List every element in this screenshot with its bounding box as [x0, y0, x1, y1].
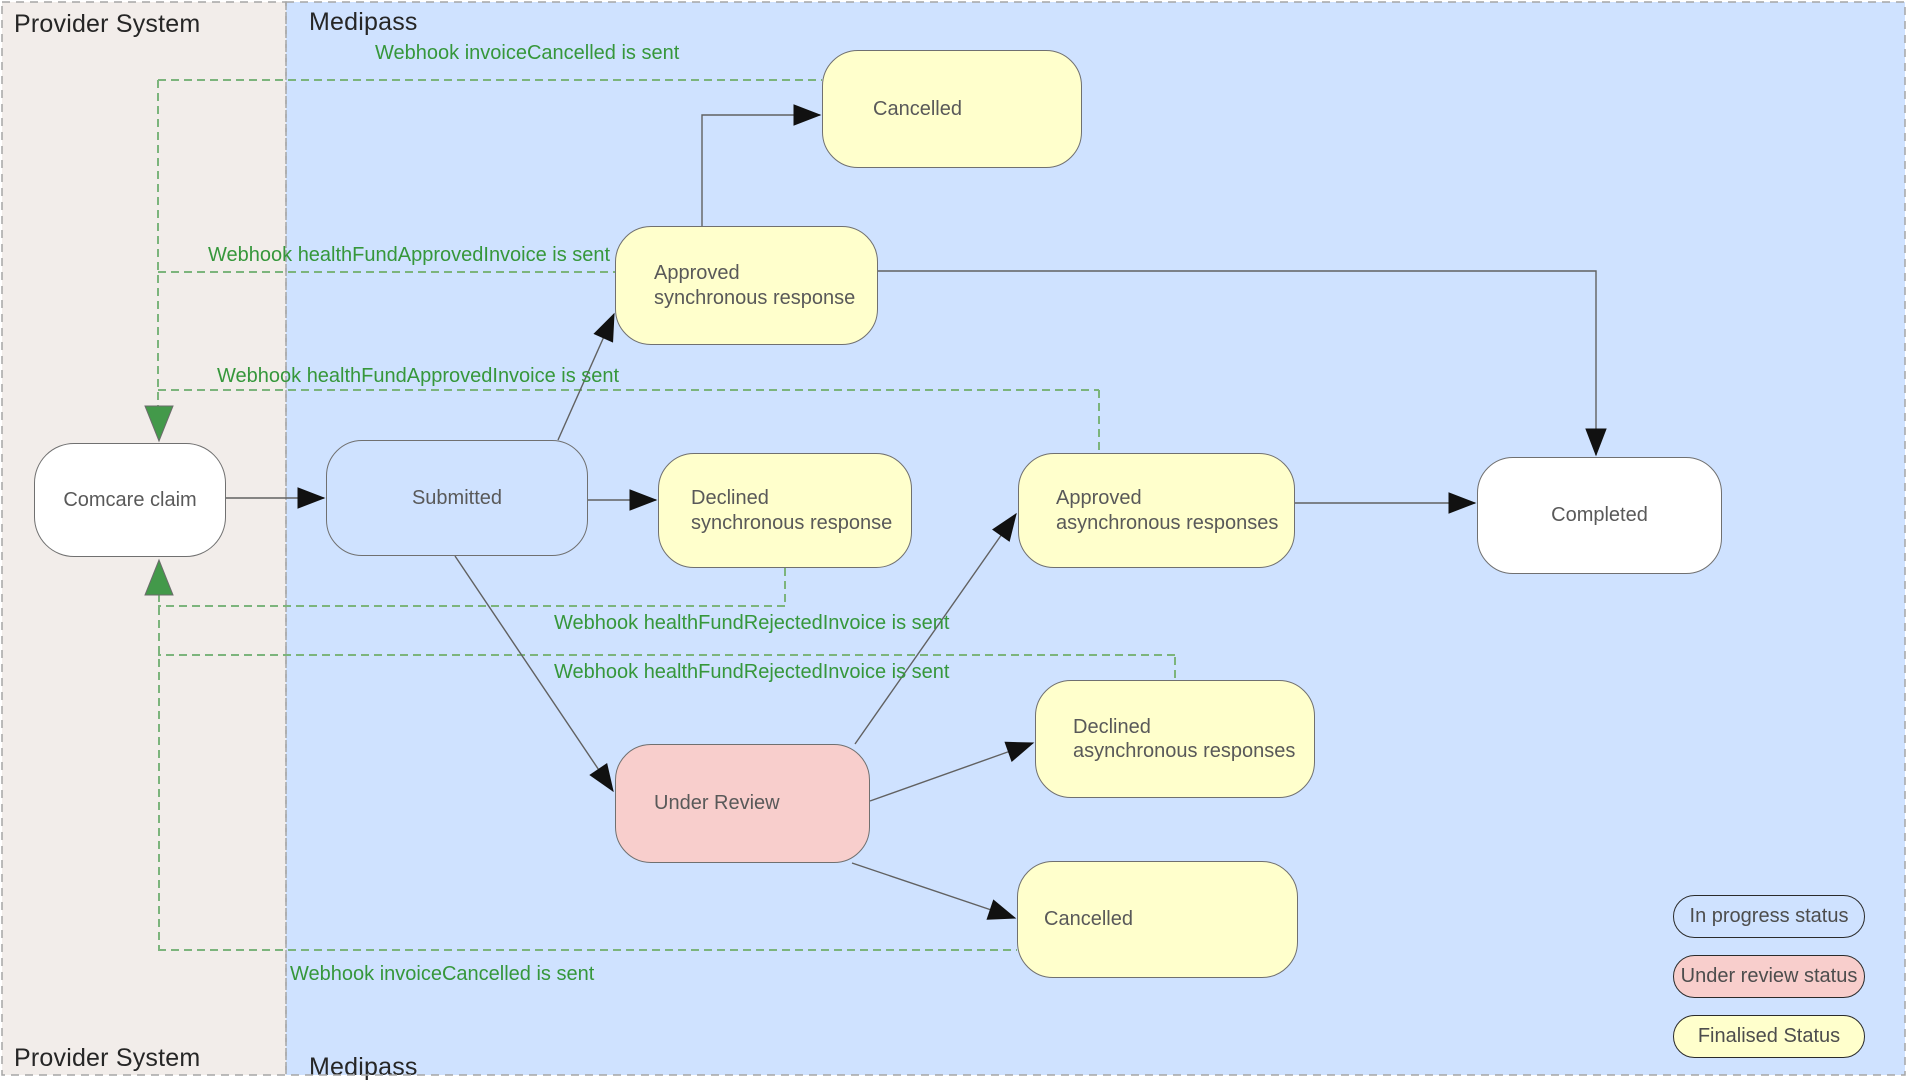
webhook-label-approved-invoice-1: Webhook healthFundApprovedInvoice is sen…: [208, 244, 611, 266]
node-declined-sync-line1: Declined: [691, 487, 769, 510]
legend-finalised-label: Finalised Status: [1697, 1025, 1841, 1047]
legend-in-progress-label: In progress status: [1689, 905, 1849, 927]
webhook-label-rejected-invoice-2: Webhook healthFundRejectedInvoice is sen…: [554, 661, 950, 683]
node-completed-label: Completed: [1551, 504, 1648, 527]
medipass-lane-border: [285, 1, 1906, 1076]
webhook-line-rejected-invoice-2: [158, 654, 1176, 678]
node-approved-synchronous: Approved synchronous response: [615, 226, 878, 345]
arrow-approved-sync-to-completed: [878, 270, 1607, 457]
node-cancelled-top-label: Cancelled: [873, 97, 962, 120]
arrow-under-review-to-cancelled-bottom: [851, 862, 1017, 920]
legend-under-review-label: Under review status: [1680, 965, 1858, 987]
legend-finalised-status: Finalised Status: [1673, 1015, 1865, 1058]
node-declined-synchronous: Declined synchronous response: [658, 453, 912, 568]
lane-title-medipass-top: Medipass: [309, 8, 418, 36]
arrow-approved-sync-to-cancelled: [701, 104, 822, 226]
node-comcare-claim-label: Comcare claim: [63, 488, 197, 511]
node-submitted-label: Submitted: [411, 486, 503, 509]
node-declined-sync-line2: synchronous response: [691, 511, 893, 534]
lane-title-provider-top: Provider System: [14, 10, 201, 38]
arrow-submitted-to-approved-sync: [557, 312, 615, 441]
webhook-label-invoice-cancelled-top: Webhook invoiceCancelled is sent: [375, 42, 680, 64]
webhook-label-invoice-cancelled-bottom: Webhook invoiceCancelled is sent: [290, 963, 595, 985]
node-declined-async-line1: Declined: [1073, 715, 1151, 738]
provider-lane-border: [1, 1, 287, 1076]
arrow-under-review-to-approved-async: [854, 512, 1017, 745]
arrow-submitted-to-under-review: [454, 555, 614, 793]
lane-title-medipass-bottom: Medipass: [309, 1053, 418, 1081]
node-comcare-claim: Comcare claim: [34, 443, 226, 557]
webhook-label-approved-invoice-2: Webhook healthFundApprovedInvoice is sen…: [217, 365, 620, 387]
node-approved-async-line1: Approved: [1056, 487, 1142, 510]
node-approved-sync-line1: Approved: [654, 262, 740, 285]
node-approved-async-line2: asynchronous responses: [1056, 511, 1279, 534]
node-cancelled-bottom: Cancelled: [1017, 861, 1298, 978]
node-approved-asynchronous: Approved asynchronous responses: [1018, 453, 1295, 568]
webhook-arrowhead-up-icon: [144, 558, 174, 596]
webhook-line-rejected-invoice-1: [158, 568, 786, 607]
node-completed: Completed: [1477, 457, 1722, 574]
webhook-label-rejected-invoice-1: Webhook healthFundRejectedInvoice is sen…: [554, 612, 950, 634]
node-approved-sync-line2: synchronous response: [654, 286, 856, 309]
webhook-arrowhead-down-icon: [144, 405, 174, 443]
legend-under-review-status: Under review status: [1673, 955, 1865, 998]
node-under-review-label: Under Review: [654, 792, 780, 815]
node-cancelled-bottom-label: Cancelled: [1044, 908, 1133, 931]
lane-title-provider-bottom: Provider System: [14, 1044, 201, 1072]
node-cancelled-top: Cancelled: [822, 50, 1082, 168]
node-under-review: Under Review: [615, 744, 870, 863]
node-submitted: Submitted: [326, 440, 588, 556]
arrow-under-review-to-declined-async: [869, 741, 1035, 802]
node-declined-async-line2: asynchronous responses: [1073, 740, 1296, 762]
legend-in-progress-status: In progress status: [1673, 895, 1865, 938]
node-declined-asynchronous: Declined asynchronous responses: [1035, 680, 1315, 798]
webhook-line-approved-invoice-2: [158, 389, 1100, 451]
